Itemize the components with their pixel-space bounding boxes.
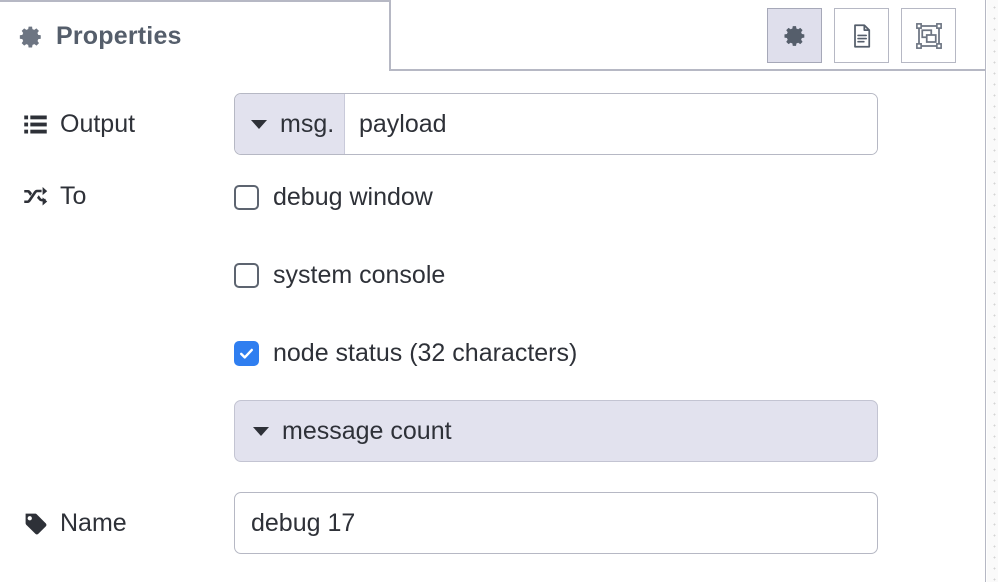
status-type-select[interactable]: message count — [234, 400, 878, 462]
properties-button[interactable] — [767, 8, 822, 63]
tag-icon — [24, 513, 47, 534]
checkbox-system-console[interactable]: system console — [234, 261, 985, 290]
description-button[interactable] — [834, 8, 889, 63]
checkbox-label: debug window — [273, 183, 433, 211]
list-icon — [24, 115, 47, 133]
tab-properties[interactable]: Properties — [0, 0, 391, 71]
check-icon — [239, 348, 254, 359]
output-label: Output — [0, 93, 234, 155]
to-label: To — [0, 181, 234, 211]
status-type-value: message count — [282, 416, 452, 445]
flow-canvas-strip — [987, 0, 998, 582]
form-row-name: Name debug 17 — [0, 492, 985, 554]
header-button-group — [767, 8, 956, 63]
output-typed-input[interactable]: msg. payload — [234, 93, 878, 155]
shuffle-icon — [24, 186, 48, 205]
panel-tabbar: Properties — [0, 0, 985, 71]
checkbox-box — [234, 341, 259, 366]
checkbox-debug-window[interactable]: debug window — [234, 183, 985, 212]
output-type-select[interactable]: msg. — [235, 94, 345, 154]
checkbox-node-status[interactable]: node status (32 characters) — [234, 339, 985, 368]
checkbox-box — [234, 185, 259, 210]
chevron-down-icon — [253, 426, 269, 436]
form-row-output: Output msg. payload — [0, 93, 985, 155]
output-value-input[interactable]: payload — [345, 94, 877, 154]
properties-form: Output msg. payload — [0, 71, 985, 554]
tab-properties-label: Properties — [56, 22, 182, 50]
checkbox-label: system console — [273, 261, 446, 289]
name-label-text: Name — [60, 508, 127, 537]
checkbox-label: node status (32 characters) — [273, 339, 578, 367]
checkbox-box — [234, 263, 259, 288]
tabbar-underline — [390, 69, 985, 71]
name-input[interactable]: debug 17 — [234, 492, 878, 554]
appearance-button[interactable] — [901, 8, 956, 63]
appearance-icon — [915, 22, 942, 49]
document-icon — [853, 23, 870, 48]
gear-icon — [783, 25, 804, 46]
to-label-text: To — [60, 181, 87, 210]
output-type-label: msg. — [280, 109, 335, 138]
output-label-text: Output — [60, 109, 136, 138]
chevron-down-icon — [251, 119, 267, 129]
output-field: msg. payload — [234, 93, 985, 155]
form-row-to: To debug window — [0, 181, 985, 462]
name-field: debug 17 — [234, 492, 985, 554]
name-label: Name — [0, 492, 234, 554]
gear-icon — [19, 26, 41, 48]
to-field: debug window system console — [234, 181, 985, 462]
